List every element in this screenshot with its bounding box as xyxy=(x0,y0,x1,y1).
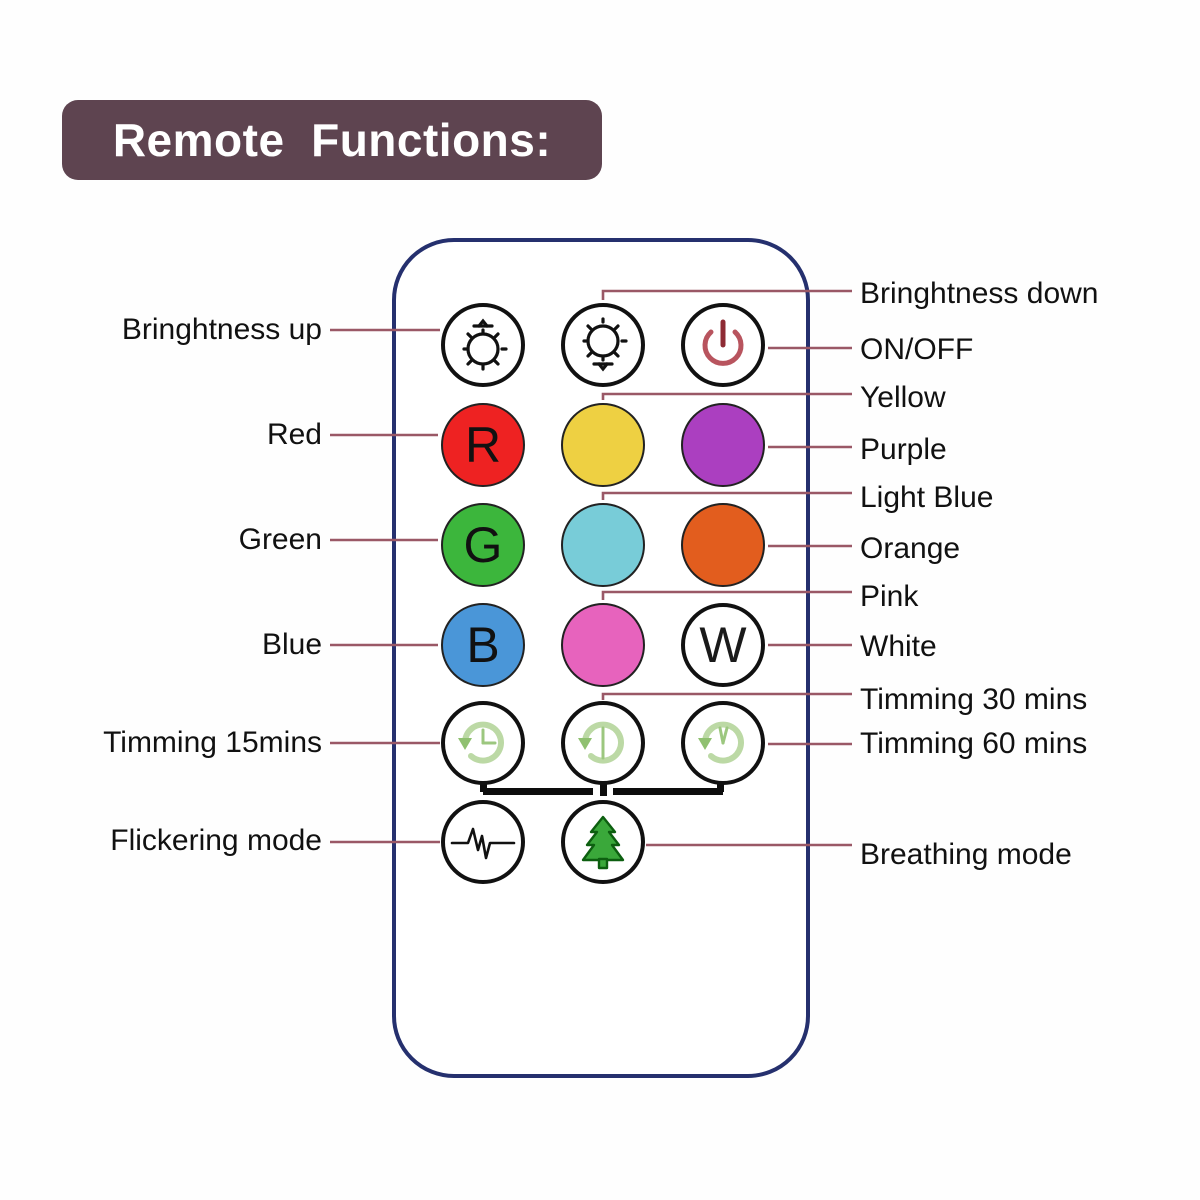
callout-label-brightness-down: Bringhtness down xyxy=(860,277,1099,310)
button-breathing-mode[interactable] xyxy=(561,800,645,884)
button-color-blue[interactable]: B xyxy=(441,603,525,687)
page-title: Remote Functions: xyxy=(112,114,552,166)
clock-60-icon xyxy=(691,711,755,775)
callout-label-timer-15: Timming 15mins xyxy=(103,726,322,759)
callout-label-power: ON/OFF xyxy=(860,333,974,366)
button-timer-60[interactable] xyxy=(681,701,765,785)
connector-stub-left xyxy=(480,780,487,792)
page-title-badge: Remote Functions: xyxy=(62,100,602,180)
power-icon xyxy=(694,316,752,374)
connector-bar-left xyxy=(483,788,593,795)
sun-down-icon xyxy=(572,314,634,376)
button-color-orange[interactable] xyxy=(681,503,765,587)
clock-15-icon xyxy=(451,711,515,775)
button-letter-green: G xyxy=(463,517,503,573)
button-power[interactable] xyxy=(681,303,765,387)
pine-tree-icon xyxy=(575,813,631,871)
callout-label-yellow: Yellow xyxy=(860,381,946,414)
button-timer-30[interactable] xyxy=(561,701,645,785)
button-color-red[interactable]: R xyxy=(441,403,525,487)
button-color-white[interactable]: W xyxy=(681,603,765,687)
callout-label-timer-60: Timming 60 mins xyxy=(860,727,1088,760)
callout-label-green: Green xyxy=(238,523,322,556)
button-timer-15[interactable] xyxy=(441,701,525,785)
callout-label-timer-30: Timming 30 mins xyxy=(860,683,1088,716)
pulse-wave-icon xyxy=(450,818,516,866)
callout-label-white: White xyxy=(860,630,937,663)
connector-stub-mid xyxy=(600,782,607,796)
sun-up-icon xyxy=(452,314,514,376)
button-color-green[interactable]: G xyxy=(441,503,525,587)
connector-stub-right xyxy=(717,780,724,792)
callout-label-blue: Blue xyxy=(261,628,322,661)
callout-label-purple: Purple xyxy=(860,433,947,466)
button-letter-blue: B xyxy=(466,617,500,673)
callout-label-breathing: Breathing mode xyxy=(860,838,1072,871)
button-brightness-down[interactable] xyxy=(561,303,645,387)
button-flickering-mode[interactable] xyxy=(441,800,525,884)
button-color-purple[interactable] xyxy=(681,403,765,487)
button-letter-white: W xyxy=(699,617,747,673)
button-color-yellow[interactable] xyxy=(561,403,645,487)
button-letter-red: R xyxy=(464,417,502,473)
callout-label-orange: Orange xyxy=(860,532,961,565)
clock-30-icon xyxy=(571,711,635,775)
button-color-light-blue[interactable] xyxy=(561,503,645,587)
callout-label-pink: Pink xyxy=(860,580,919,613)
button-color-pink[interactable] xyxy=(561,603,645,687)
connector-bar-right xyxy=(613,788,723,795)
callout-label-red: Red xyxy=(266,418,322,451)
callout-label-brightness-up: Bringhtness up xyxy=(121,313,322,346)
callout-label-light-blue: Light Blue xyxy=(860,481,994,514)
callout-label-flicker: Flickering mode xyxy=(110,824,322,857)
button-brightness-up[interactable] xyxy=(441,303,525,387)
